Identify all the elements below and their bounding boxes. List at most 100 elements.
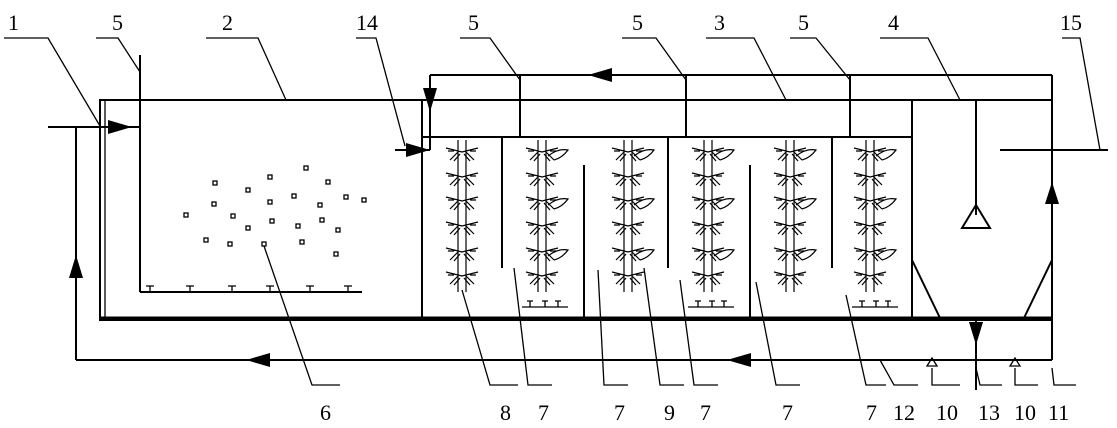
top-return-line: [429, 74, 1053, 360]
plant-tendril: [547, 149, 570, 161]
plant-root-cluster: [853, 271, 887, 286]
plant-root-cluster: [853, 221, 887, 236]
label-5a: 5: [112, 10, 123, 35]
plant-root-cluster: [525, 172, 559, 187]
label-7a: 7: [538, 400, 549, 425]
label-7d: 7: [782, 400, 793, 425]
label-6: 6: [320, 400, 331, 425]
plant-root-cluster: [853, 172, 887, 187]
plant-root-cluster: [611, 221, 645, 236]
plant-root-cluster: [611, 147, 645, 162]
plant-column: [611, 140, 656, 292]
plant-tendril: [633, 149, 656, 161]
label-9: 9: [664, 400, 675, 425]
plant-root-cluster: [853, 196, 887, 211]
label-15: 15: [1060, 10, 1082, 35]
label-2: 2: [222, 10, 233, 35]
plant-root-cluster: [773, 196, 807, 211]
plant-tendril: [713, 198, 736, 210]
plant-root-cluster: [525, 271, 559, 286]
plant-tendril: [547, 249, 570, 261]
label-8: 8: [500, 400, 511, 425]
plant-root-cluster: [611, 172, 645, 187]
plant-root-cluster: [691, 196, 725, 211]
label-7c: 7: [700, 400, 711, 425]
plant-tendril: [795, 149, 818, 161]
plant-column: [691, 140, 736, 292]
plant-tendril: [875, 198, 898, 210]
bottom-return-line: [75, 127, 1052, 390]
plant-root-cluster: [445, 196, 479, 211]
valve-icon: [925, 356, 1022, 367]
plant-tendril: [875, 249, 898, 261]
arrow-sludge-down: [969, 322, 983, 345]
plant-root-cluster: [611, 271, 645, 286]
plant-column: [525, 140, 570, 292]
plant-column: [773, 140, 818, 292]
plant-tendril: [875, 149, 898, 161]
label-5c: 5: [632, 10, 643, 35]
plant-root-cluster: [691, 271, 725, 286]
plant-root-cluster: [525, 196, 559, 211]
suspended-carriers: [183, 165, 367, 257]
plant-column: [853, 140, 898, 292]
arrow-inlet: [108, 120, 132, 134]
label-12: 12: [893, 400, 915, 425]
plant-root-cluster: [773, 172, 807, 187]
plant-columns: [445, 140, 898, 292]
baffles: [501, 100, 913, 318]
arrow-return-up: [69, 255, 83, 278]
tank-outline: [99, 99, 1053, 321]
plant-tendril: [633, 249, 656, 261]
plant-tendril: [633, 198, 656, 210]
aeration-diffuser-pipe: [139, 55, 362, 293]
plant-root-cluster: [691, 147, 725, 162]
plant-root-cluster: [611, 247, 645, 262]
plant-tendril: [795, 249, 818, 261]
plant-tendril: [713, 149, 736, 161]
plant-root-cluster: [445, 147, 479, 162]
arrow-transfer: [406, 143, 430, 157]
plant-tendril: [547, 198, 570, 210]
plant-tendril: [795, 198, 818, 210]
plant-root-cluster: [445, 247, 479, 262]
plant-root-cluster: [853, 247, 887, 262]
plant-column: [445, 140, 479, 292]
label-5d: 5: [798, 10, 809, 35]
leader-lines: [4, 37, 1101, 386]
label-11: 11: [1048, 400, 1069, 425]
label-1: 1: [8, 10, 19, 35]
label-7e: 7: [866, 400, 877, 425]
plant-root-cluster: [525, 221, 559, 236]
label-13: 13: [978, 400, 1000, 425]
plant-root-cluster: [611, 196, 645, 211]
arrow-return-left1: [246, 353, 270, 367]
plant-root-cluster: [773, 147, 807, 162]
plant-root-cluster: [773, 221, 807, 236]
plant-root-cluster: [691, 172, 725, 187]
plant-root-cluster: [525, 147, 559, 162]
plant-root-cluster: [773, 247, 807, 262]
compartment-diffusers: [522, 300, 898, 308]
label-10b: 10: [1014, 400, 1036, 425]
plant-root-cluster: [445, 172, 479, 187]
label-7b: 7: [614, 400, 625, 425]
settling-hopper: [911, 100, 1053, 319]
arrow-down-inlet: [423, 88, 437, 112]
plant-tendril: [713, 249, 736, 261]
label-4: 4: [888, 10, 899, 35]
plant-root-cluster: [445, 221, 479, 236]
callout-labels: 1 5 2 14 5 5 3 5 4 15 6 8 7 7 9 7 7 7 12…: [8, 10, 1082, 425]
arrow-top-left: [588, 68, 612, 82]
arrow-return-left2: [727, 353, 751, 367]
plant-root-cluster: [691, 247, 725, 262]
air-pipes: [519, 75, 851, 137]
label-5b: 5: [468, 10, 479, 35]
label-10a: 10: [936, 400, 958, 425]
plant-root-cluster: [525, 247, 559, 262]
plant-root-cluster: [853, 147, 887, 162]
label-14: 14: [356, 10, 378, 35]
arrow-up-right: [1045, 182, 1059, 204]
plant-root-cluster: [691, 221, 725, 236]
